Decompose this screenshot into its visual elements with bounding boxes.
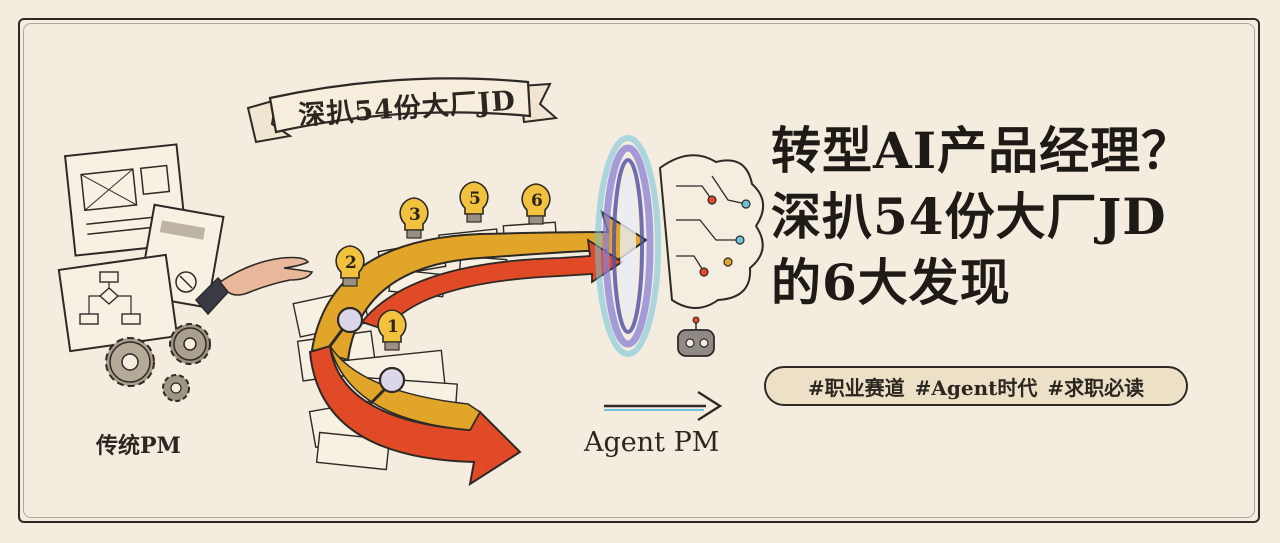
traditional-pm-label: 传统PM [96, 433, 181, 459]
headline: 转型AI产品经理？ 深扒54份大厂JD 的6大发现 [771, 118, 1231, 316]
bulb-number: 5 [469, 189, 481, 209]
magnifier-icon [328, 306, 406, 406]
tag-agent-era: #Agent时代 [914, 375, 1038, 400]
agent-pm-label: Agent PM [584, 427, 720, 458]
headline-line-1: 转型AI产品经理？ [771, 121, 1193, 180]
brain-circuit-icon [658, 154, 764, 309]
headline-line-3: 的6大发现 [771, 253, 1011, 312]
lightbulb-icon: 1 2 3 5 6 [335, 181, 551, 351]
tag-job-hunting: #求职必读 [1047, 375, 1145, 400]
ribbon-banner [246, 77, 559, 144]
hand-icon [194, 256, 314, 316]
bulb-number: 3 [409, 205, 421, 225]
bulb-number: 1 [387, 317, 399, 337]
bulb-number: 2 [345, 253, 357, 273]
robot-icon [677, 316, 715, 357]
inner-frame [23, 23, 1255, 518]
gears-icon [105, 323, 211, 402]
tag-career: #职业赛道 [807, 375, 905, 400]
arrow-right-icon [604, 390, 723, 422]
outer-frame [18, 18, 1260, 523]
headline-line-2: 深扒54份大厂JD [771, 187, 1167, 246]
tags-pill: #职业赛道 #Agent时代 #求职必读 [764, 366, 1188, 406]
portal-icon [595, 135, 661, 357]
flowchart-icon [57, 253, 179, 353]
bulb-number: 6 [531, 191, 543, 211]
yellow-arrow [310, 209, 648, 362]
